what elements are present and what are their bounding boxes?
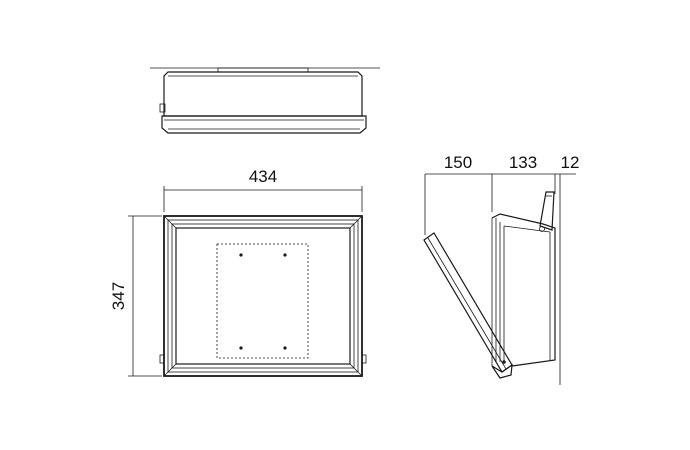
screw-hole bbox=[239, 253, 243, 257]
width-dimension-label: 434 bbox=[249, 167, 277, 186]
screw-hole bbox=[239, 346, 243, 350]
screw-hole bbox=[283, 346, 287, 350]
hinge-mark-left bbox=[159, 354, 165, 364]
top-lid bbox=[161, 115, 367, 134]
lid-open-dimension-label: 150 bbox=[444, 153, 472, 172]
latch bbox=[502, 360, 506, 364]
front-outer-frame bbox=[163, 215, 363, 377]
top-body bbox=[163, 71, 363, 117]
hinge-mark-right bbox=[361, 354, 367, 364]
mounting-plate-hidden bbox=[216, 243, 309, 359]
hinge-left bbox=[159, 103, 166, 113]
screw-hole bbox=[283, 253, 287, 257]
side-view: 150 133 12 bbox=[423, 153, 580, 385]
lid-hinge bbox=[539, 226, 545, 232]
top-lid-open bbox=[539, 191, 555, 231]
flap-hinge bbox=[491, 363, 513, 379]
box-body bbox=[491, 213, 556, 367]
height-dimension-label: 347 bbox=[109, 282, 128, 310]
front-view: 434 347 bbox=[109, 167, 367, 377]
front-panel bbox=[175, 227, 351, 365]
depth-dimension-label: 133 bbox=[509, 153, 537, 172]
lid-thickness-dimension-label: 12 bbox=[561, 153, 580, 172]
top-view bbox=[150, 67, 380, 134]
